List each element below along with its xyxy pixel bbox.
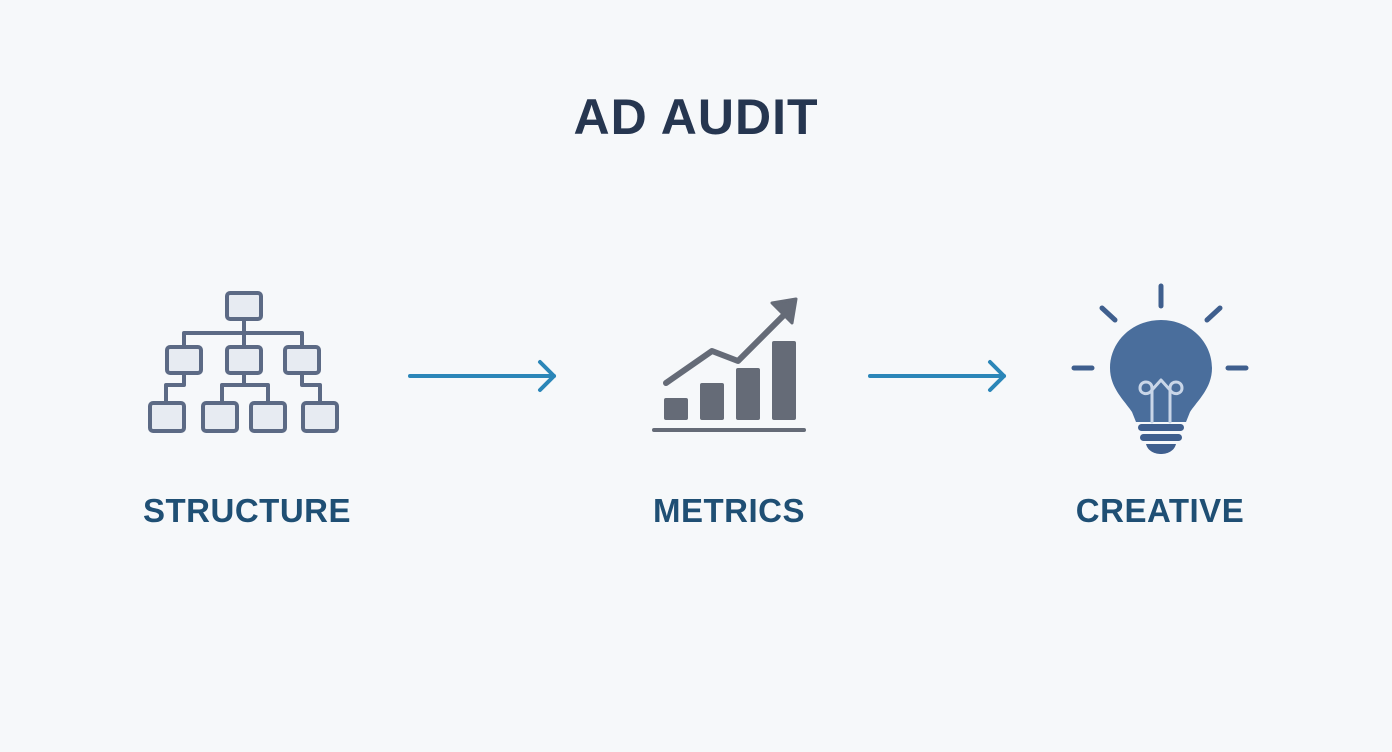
arrow-right-icon [868,360,1006,392]
arrow-right-icon [408,360,556,392]
step-label-structure: STRUCTURE [143,492,351,529]
hierarchy-icon [148,291,339,433]
lightbulb-icon [1071,283,1249,454]
step-label-metrics: METRICS [653,492,805,529]
growth-chart-icon [652,297,806,432]
diagram-title: AD AUDIT [573,89,819,145]
step-label-creative: CREATIVE [1075,492,1245,529]
